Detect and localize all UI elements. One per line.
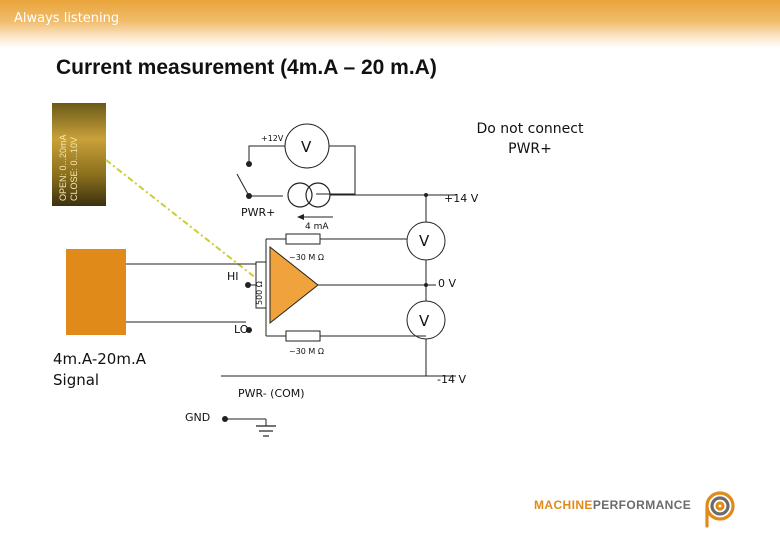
label-pwr-plus: PWR+ <box>241 206 276 219</box>
label-gnd: GND <box>185 411 211 424</box>
label-pwr-minus: PWR- (COM) <box>238 387 305 400</box>
label-res-top: ~30 M Ω <box>289 253 324 262</box>
node-gnd <box>222 416 228 422</box>
node-zero-v <box>424 283 428 287</box>
do-not-connect-note: Do not connect PWR+ <box>476 121 584 157</box>
voltmeter-right-bottom <box>406 300 446 340</box>
current-source-left <box>287 182 313 208</box>
label-hi: HI <box>227 270 239 283</box>
resistor-500 <box>255 261 267 309</box>
node-hi <box>245 282 251 288</box>
wire-dnc <box>316 145 356 195</box>
label-v-right-top: V <box>419 232 430 250</box>
label-v-right-bottom: V <box>419 312 430 330</box>
switch-node-top <box>246 161 252 167</box>
machine-performance-logo-icon <box>705 491 735 528</box>
wire-top-loop <box>248 145 285 161</box>
label-zero-v: 0 V <box>438 277 457 290</box>
label-res-bottom: ~30 M Ω <box>289 347 324 356</box>
label-v-top: V <box>301 138 312 156</box>
label-4ma: 4 mA <box>305 222 329 232</box>
sensor-box <box>66 249 126 335</box>
switch-photo: OPEN: 0...20mA CLOSE: 0...10V <box>52 103 106 206</box>
voltmeter-top <box>284 123 330 169</box>
voltmeter-right-top <box>406 221 446 261</box>
label-12v: +12V <box>261 134 284 143</box>
node-lo <box>246 327 252 333</box>
header-banner: Always listening <box>0 0 780 48</box>
current-arrow-head <box>297 214 304 220</box>
op-amp <box>269 245 319 325</box>
company-logo-text: MACHINEPERFORMANCE <box>534 498 692 512</box>
resistor-top <box>285 233 321 245</box>
slide-title: Current measurement (4m.A – 20 m.A) <box>56 56 437 79</box>
signal-label: 4m.A-20m.A Signal <box>53 350 146 389</box>
tagline: Always listening <box>14 11 120 26</box>
dashed-pointer-line <box>105 159 267 287</box>
node-plus14 <box>424 193 428 197</box>
label-lo: LO <box>234 323 249 336</box>
label-minus14: -14 V <box>437 373 466 386</box>
resistor-bottom <box>285 330 321 342</box>
switch-blade <box>236 173 250 197</box>
label-res-500: 500 Ω <box>255 281 264 305</box>
label-plus14: +14 V <box>444 192 479 205</box>
